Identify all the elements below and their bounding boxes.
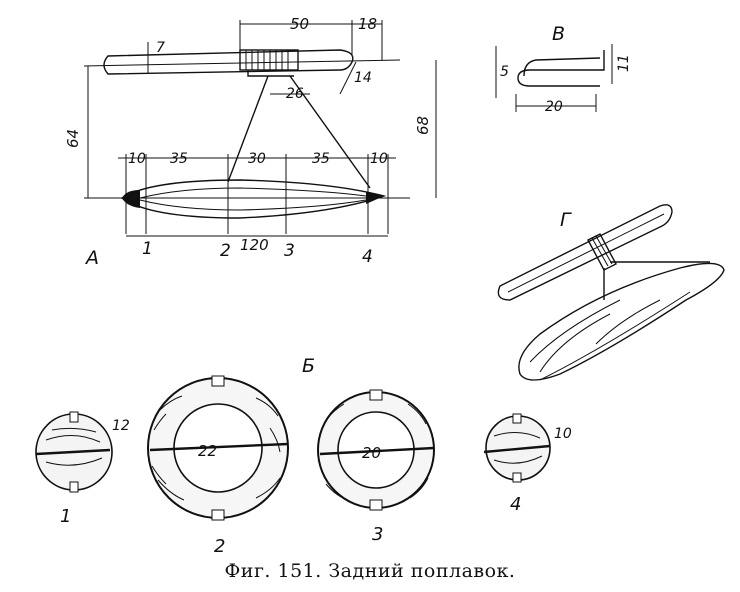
view-label-a: А: [84, 247, 99, 269]
view-b-sections: Б 12 1 22 2 20: [35, 355, 572, 557]
view-v-hook: В 5 11 20: [495, 23, 632, 115]
view-label-b: Б: [302, 355, 315, 377]
section-2: 22 2: [147, 375, 289, 557]
dim-30: 30: [248, 151, 266, 167]
section-dim-22: 22: [198, 442, 217, 460]
section-1: 12 1: [35, 411, 130, 527]
dim-120: 120: [240, 236, 269, 254]
hook-dim-20: 20: [545, 99, 563, 115]
upper-rod: [83, 49, 401, 77]
station-2: 2: [220, 241, 231, 261]
front-strut: [227, 75, 269, 183]
section-4: 10 4: [483, 413, 572, 515]
section-number-2: 2: [214, 536, 225, 557]
view-g-perspective: Г: [497, 204, 725, 381]
dim-35-right: 35: [312, 151, 330, 167]
view-label-g: Г: [560, 209, 572, 231]
dim-10-left: 10: [128, 151, 146, 167]
figure-caption: Фиг. 151. Задний поплавок.: [224, 560, 516, 582]
hook-dim-5: 5: [500, 64, 509, 80]
station-4: 4: [362, 247, 373, 267]
rear-strut: [289, 75, 371, 189]
section-number-4: 4: [510, 494, 521, 515]
dim-7: 7: [156, 40, 165, 56]
section-3: 20 3: [317, 389, 435, 545]
float-body-side: [84, 179, 410, 219]
dim-68: 68: [414, 116, 432, 135]
section-dim-12: 12: [112, 418, 130, 434]
dim-35-left: 35: [170, 151, 188, 167]
dim-10-right: 10: [370, 151, 388, 167]
dim-64: 64: [64, 129, 82, 148]
dim-50: 50: [290, 15, 309, 33]
view-label-v: В: [552, 23, 565, 45]
hook-dim-11: 11: [616, 54, 632, 72]
dim-18: 18: [358, 15, 377, 33]
section-dim-10: 10: [554, 426, 572, 442]
dim-14: 14: [354, 70, 372, 86]
section-dim-20: 20: [362, 444, 381, 462]
section-number-1: 1: [60, 506, 71, 527]
station-1: 1: [142, 239, 153, 259]
station-3: 3: [284, 241, 295, 261]
section-number-3: 3: [372, 524, 383, 545]
view-a-side: 50 18 7 14 26 64 68 10 35 30 35 10 120 1…: [64, 15, 437, 269]
